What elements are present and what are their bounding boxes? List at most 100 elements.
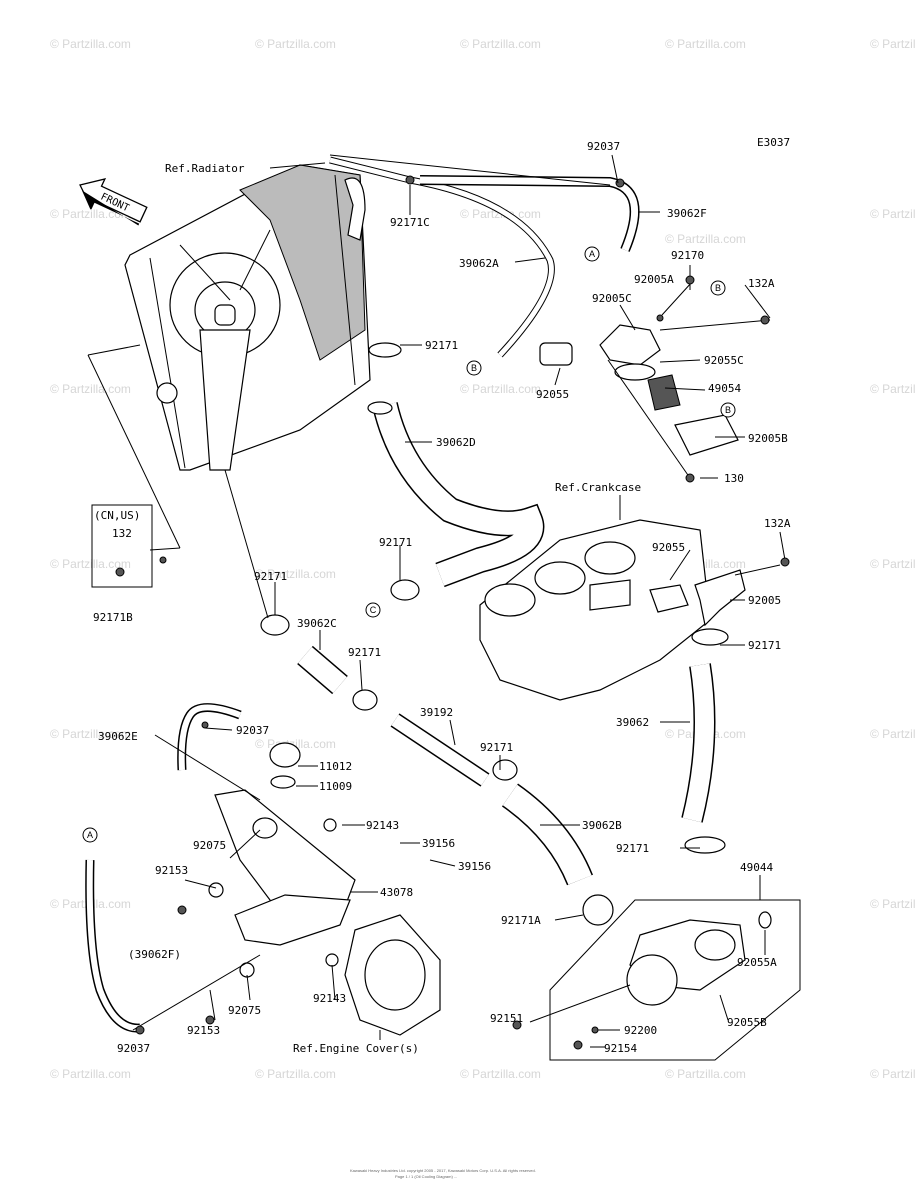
part-label: 132A: [748, 277, 775, 290]
part-label: 92055: [652, 541, 685, 554]
part-label: 130: [724, 472, 744, 485]
watermark: © Partzilla.com: [870, 897, 916, 911]
footer-page: Page 1 / 1 (Oil Cooling Diagram) ...: [395, 1174, 457, 1179]
part-label: 39062C: [297, 617, 337, 630]
region-box-title: (CN,US): [94, 509, 140, 522]
front-arrow-icon: FRONT: [79, 178, 148, 226]
part-label: 92154: [604, 1042, 637, 1055]
part-label: 11012: [319, 760, 352, 773]
watermark: © Partzilla.com: [870, 727, 916, 741]
part-label: 92055C: [704, 354, 744, 367]
part-label: 92171: [379, 536, 412, 549]
diagram-code: E3037: [757, 136, 790, 149]
hose-39062A: [329, 156, 555, 358]
part-label: 92055A: [737, 956, 777, 969]
part-label: 92171: [748, 639, 781, 652]
part-label: 39062A: [459, 257, 499, 270]
watermark: © Partzilla.com: [460, 382, 541, 396]
watermark: © Partzilla.com: [870, 207, 916, 221]
hose-39062E: [177, 703, 242, 771]
ref-crankcase: Ref.Crankcase: [555, 481, 641, 494]
hose-39062: [681, 663, 716, 823]
part-label: 92005C: [592, 292, 632, 305]
part-label: 49054: [708, 382, 741, 395]
watermark: © Partzilla.com: [50, 557, 131, 571]
part-label: 39156: [458, 860, 491, 873]
part-label: 39062B: [582, 819, 622, 832]
watermark: © Partzilla.com: [255, 1067, 336, 1081]
part-labels: 92037 39062F 92171C 39062A 92170 92005A …: [93, 140, 791, 1055]
part-label: 92171C: [390, 216, 430, 229]
part-label: 43078: [380, 886, 413, 899]
ref-engine-cover: Ref.Engine Cover(s): [293, 1042, 419, 1055]
water-pump: [626, 919, 746, 1006]
part-label: 92005B: [748, 432, 788, 445]
pipe-39192: [390, 713, 490, 787]
part-label: 92055: [536, 388, 569, 401]
callout-letter: B: [725, 405, 731, 415]
pump-group-box: [549, 899, 801, 1061]
part-label: 39062F: [667, 207, 707, 220]
hose-39062D: [372, 401, 545, 588]
leader-lines: [87, 154, 786, 1048]
part-label: 132A: [764, 517, 791, 530]
part-label: 92171: [480, 741, 513, 754]
hose-39062F-lower: [85, 859, 141, 1033]
part-label: 92170: [671, 249, 704, 262]
part-label: 92171: [425, 339, 458, 352]
watermark: © Partzilla.com: [870, 37, 916, 51]
watermark: © Partzilla.com: [870, 557, 916, 571]
part-label: 92037: [117, 1042, 150, 1055]
watermark: © Partzilla.com: [255, 37, 336, 51]
watermark: © Partzilla.com: [870, 1067, 916, 1081]
watermark: © Partzilla.com: [665, 232, 746, 246]
part-label: 92171B: [93, 611, 133, 624]
radiator-drawing: [124, 164, 371, 471]
part-label: 39192: [420, 706, 453, 719]
ref-radiator: Ref.Radiator: [165, 162, 245, 175]
watermark: © Partzilla.com: [50, 207, 131, 221]
watermark: © Partzilla.com: [460, 1067, 541, 1081]
callout-letter: B: [471, 363, 477, 373]
engine-cover: [344, 914, 441, 1036]
crankcase-drawing: [479, 519, 711, 701]
watermark: © Partzilla.com: [665, 1067, 746, 1081]
watermark: © Partzilla.com: [870, 382, 916, 396]
part-label: 39062E: [98, 730, 138, 743]
part-label: 92005: [748, 594, 781, 607]
watermark: © Partzilla.com: [50, 37, 131, 51]
part-label: 92055B: [727, 1016, 767, 1029]
part-label: 92171: [254, 570, 287, 583]
part-label: 39156: [422, 837, 455, 850]
watermark: © Partzilla.com: [50, 382, 131, 396]
part-label: (39062F): [128, 948, 181, 961]
part-label: 92143: [313, 992, 346, 1005]
fitting-92005: [694, 569, 746, 627]
hose-39062F: [419, 175, 640, 252]
part-label: 92171: [348, 646, 381, 659]
part-label: 11009: [319, 780, 352, 793]
part-label: 92171: [616, 842, 649, 855]
part-label: 92151: [490, 1012, 523, 1025]
watermark: © Partzilla.com: [50, 727, 131, 741]
reservoir-tank: [208, 742, 356, 978]
callout-letter: A: [87, 830, 93, 840]
thermostat-housing: [539, 319, 771, 479]
part-label: 39062: [616, 716, 649, 729]
region-box: [91, 504, 153, 588]
watermark: © Partzilla.com: [460, 37, 541, 51]
part-label: 92171A: [501, 914, 541, 927]
part-label: 49044: [740, 861, 773, 874]
watermark: © Partzilla.com: [50, 1067, 131, 1081]
region-box-part: 132: [112, 527, 132, 540]
part-label: 92153: [155, 864, 188, 877]
part-label: 92075: [193, 839, 226, 852]
footer-copyright: Kawasaki Heavy Industries Ltd. copyright…: [350, 1168, 536, 1173]
hardware-dots: [135, 275, 790, 1050]
watermark: © Partzilla.com: [665, 37, 746, 51]
callout-letter: A: [589, 249, 595, 259]
callout-letters: A B B B C A: [82, 246, 736, 843]
part-label: 39062D: [436, 436, 476, 449]
part-label: 92005A: [634, 273, 674, 286]
